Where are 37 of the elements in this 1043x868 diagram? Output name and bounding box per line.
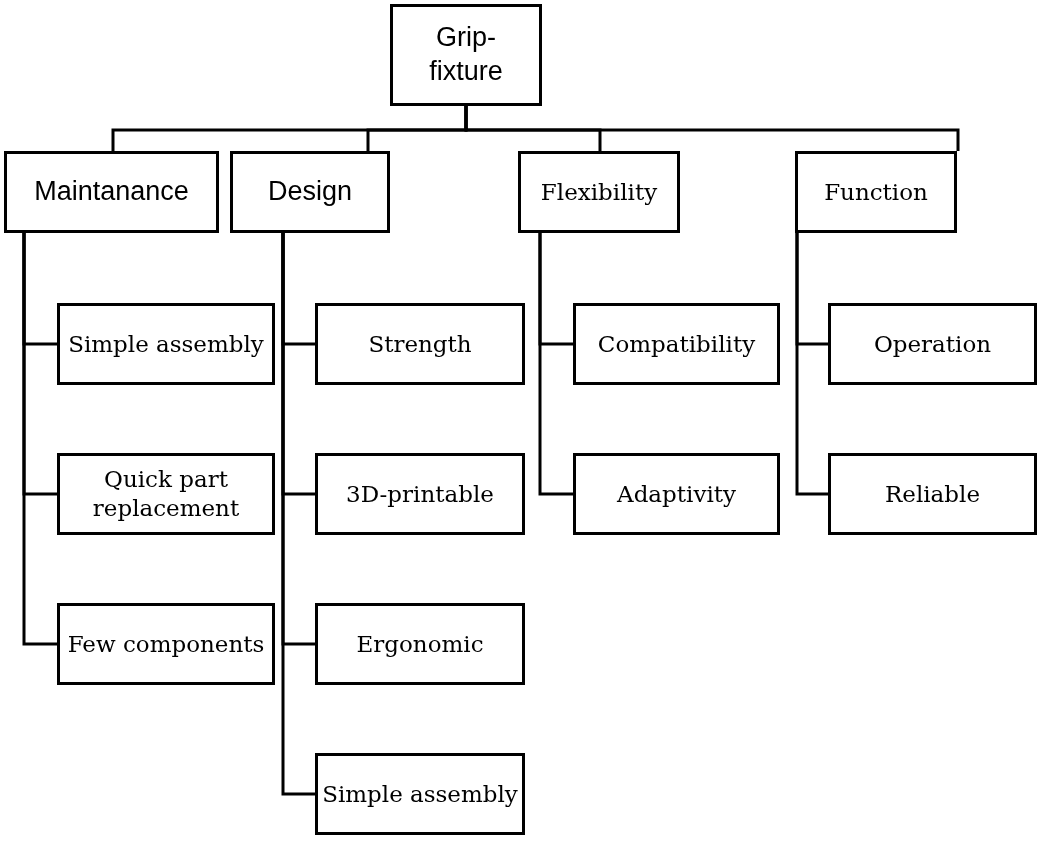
- tree-box: [315, 753, 525, 835]
- box-label: Few components: [67, 629, 265, 659]
- connector-line: [538, 233, 573, 496]
- box-label: Operation: [873, 329, 992, 359]
- tree-box: [518, 151, 680, 233]
- box-label: 3D-printable: [346, 479, 494, 509]
- tree-box: [795, 151, 957, 233]
- tree-box: [828, 303, 1037, 385]
- box-label: Function: [824, 177, 928, 207]
- connector-line: [464, 106, 960, 151]
- box-label: Strength: [368, 329, 472, 359]
- tree-box: [57, 603, 275, 685]
- box-label: Compatibility: [597, 329, 756, 359]
- box-label: Quick part replacement: [91, 465, 241, 523]
- tree-box: [573, 303, 780, 385]
- tree-box: [315, 603, 525, 685]
- connector-line: [281, 233, 315, 796]
- tree-box: [57, 303, 275, 385]
- box-label: Adaptivity: [617, 479, 736, 509]
- tree-box: [230, 151, 390, 233]
- tree-box: [315, 453, 525, 535]
- connector-line: [795, 233, 828, 496]
- box-label: Simple assembly: [322, 779, 518, 809]
- tree-box: [315, 303, 525, 385]
- box-label: Ergonomic: [356, 629, 484, 659]
- box-label: Grip- fixture: [428, 21, 504, 88]
- tree-box: [573, 453, 780, 535]
- tree-box: [390, 4, 542, 106]
- tree-box: [57, 453, 275, 535]
- box-label: Flexibility: [540, 177, 658, 207]
- box-label: Design: [267, 175, 352, 209]
- box-label: Maintanance: [34, 175, 189, 209]
- connector-line: [22, 233, 57, 646]
- box-label: Reliable: [884, 479, 980, 509]
- tree-box: [4, 151, 219, 233]
- tree-box: [828, 453, 1037, 535]
- box-label: Simple assembly: [68, 329, 264, 359]
